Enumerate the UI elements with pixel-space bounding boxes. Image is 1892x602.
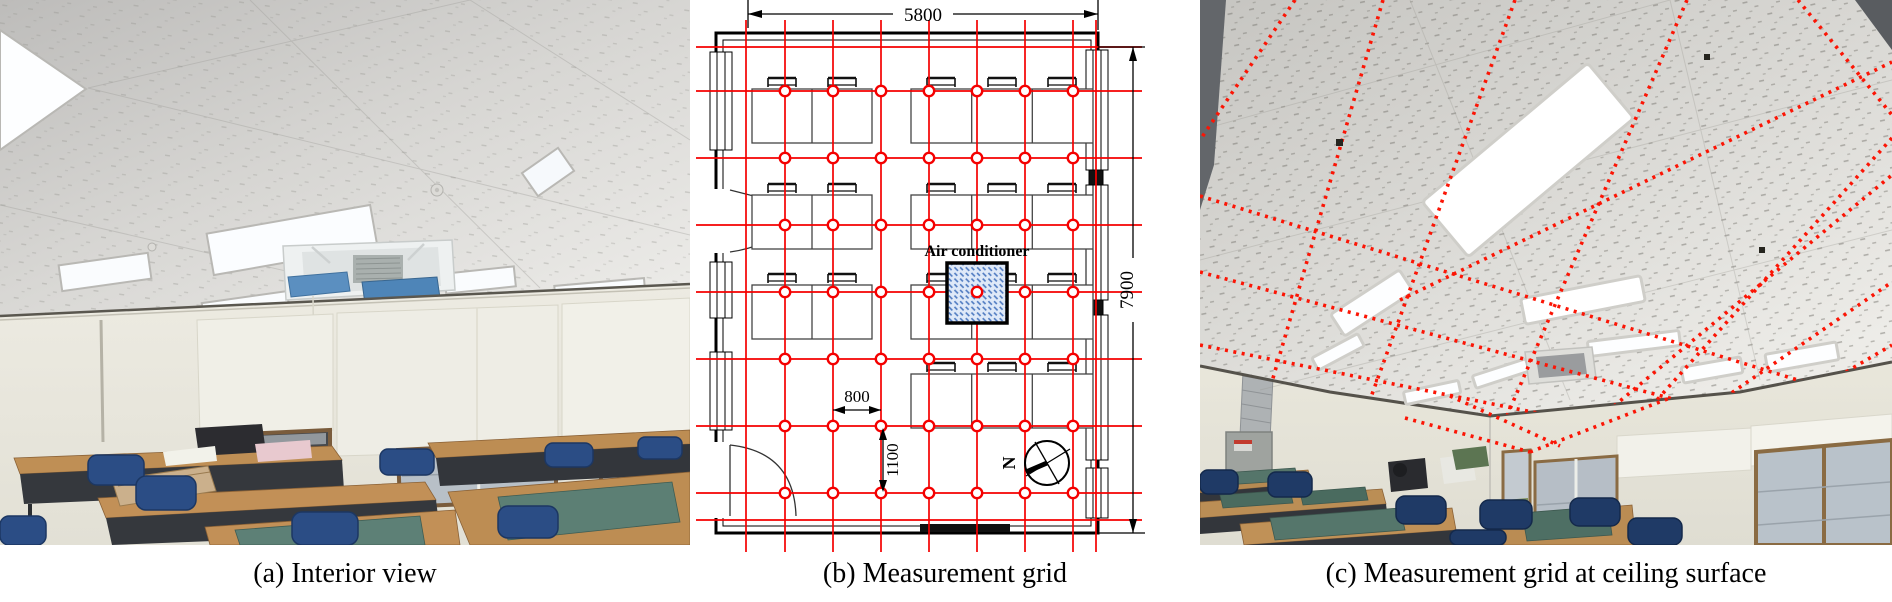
chair-symbol	[926, 182, 956, 193]
chair	[291, 511, 359, 545]
chair	[87, 454, 145, 486]
chair	[1627, 517, 1683, 545]
chair	[1449, 529, 1507, 545]
chair-symbol	[987, 361, 1017, 372]
desk-block	[751, 88, 873, 144]
led-panel-icon	[520, 146, 576, 198]
air-conditioner-symbol	[945, 261, 1009, 325]
chair-symbol	[767, 76, 797, 87]
led-panel-icon	[1422, 63, 1634, 257]
window	[1754, 437, 1892, 545]
air-conditioner-label: Air conditioner	[924, 243, 1029, 260]
chair-symbol	[1047, 182, 1077, 193]
bag	[1452, 446, 1489, 470]
roller-blinds-a	[196, 297, 690, 457]
dim-grid-y	[879, 428, 887, 492]
interior-photo	[0, 0, 690, 545]
dim-width	[747, 0, 1099, 30]
chair	[544, 442, 594, 468]
chair	[1569, 497, 1621, 527]
plan-desks	[751, 88, 1094, 429]
desk-block	[910, 88, 1094, 144]
chair	[1395, 495, 1447, 525]
roller-blind	[561, 297, 690, 451]
chair	[135, 475, 197, 511]
north-compass-icon	[1024, 440, 1071, 486]
dark-corner	[1200, 0, 1226, 210]
led-light-panels-c	[1310, 63, 1841, 406]
measurement-grid-lines	[696, 20, 1142, 552]
window-symbol	[709, 351, 733, 431]
led-panel-icon	[1763, 340, 1841, 374]
caption-a: (a) Interior view	[253, 558, 437, 589]
desk-block	[910, 373, 1094, 429]
dim-grid-y-label: 1100	[883, 443, 902, 476]
laser-grid-corner-zigzag	[1404, 394, 1671, 454]
chairs-a	[0, 436, 683, 545]
doors	[712, 189, 797, 518]
chair-symbol	[1047, 272, 1077, 283]
chair	[637, 436, 683, 460]
led-panel-icon	[1519, 274, 1647, 326]
ceiling-a	[0, 0, 690, 316]
ceiling-air-conditioner-a	[282, 239, 456, 305]
led-panel-icon	[0, 28, 88, 152]
led-light-panels-a	[0, 28, 647, 329]
dim-grid-x	[833, 406, 881, 414]
north-label: N	[999, 457, 1019, 470]
window-symbol	[709, 51, 733, 151]
chair-symbol	[987, 76, 1017, 87]
roller-blind	[1616, 427, 1752, 479]
dim-height-label: 7900	[1117, 271, 1138, 309]
ac-deflector-icon	[287, 271, 351, 298]
roller-blind	[196, 313, 334, 437]
desk-block	[910, 194, 1094, 250]
caption-b: (b) Measurement grid	[822, 558, 1068, 589]
desk-block	[751, 284, 873, 340]
led-panel-icon	[1330, 269, 1414, 337]
chair	[379, 448, 435, 476]
laser-target-marks	[1336, 54, 1765, 253]
chair-symbol	[767, 182, 797, 193]
dim-grid-x-label: 800	[844, 387, 870, 406]
smoke-detector-icon	[147, 183, 444, 252]
chair-symbol	[987, 182, 1017, 193]
chair	[0, 515, 47, 545]
measurement-grid-plan: Air conditioner 5800 7900	[690, 0, 1200, 556]
dark-corner	[1855, 0, 1892, 50]
led-panel-icon	[1679, 355, 1745, 385]
dim-height	[1098, 46, 1145, 534]
papers	[255, 440, 312, 462]
chair	[1200, 469, 1239, 495]
led-panel-icon	[1402, 379, 1462, 406]
chair	[497, 505, 559, 539]
chair	[1267, 471, 1313, 498]
desk-props-c	[1388, 446, 1489, 492]
door-arc-icon	[729, 444, 797, 517]
camera	[1393, 463, 1407, 477]
ceiling-grid-photo	[1200, 0, 1892, 545]
roller-blind	[336, 304, 559, 457]
led-panel-icon	[57, 251, 153, 293]
papers	[163, 446, 217, 466]
chairs-c	[1200, 469, 1683, 545]
measurement-points	[778, 84, 1080, 500]
dim-width-label: 5800	[904, 5, 942, 26]
chair-symbol	[767, 272, 797, 283]
chair	[1479, 499, 1533, 530]
plan-annotations: Air conditioner 5800 7900	[747, 0, 1145, 534]
ac-arm-icon	[311, 243, 425, 264]
backpack	[1388, 458, 1428, 492]
caption-c: (c) Measurement grid at ceiling surface	[1325, 558, 1767, 589]
window-symbol	[709, 261, 733, 319]
desk-block	[751, 194, 873, 250]
led-panel-icon	[1310, 332, 1366, 372]
